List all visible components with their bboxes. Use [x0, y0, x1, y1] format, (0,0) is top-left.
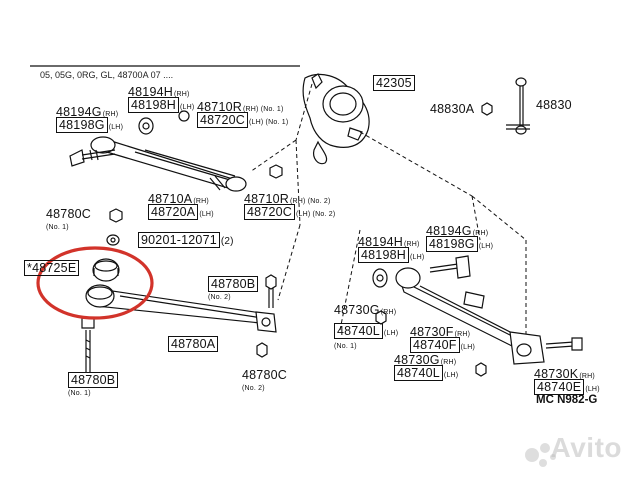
callout-48780b-no1: 48780B(No. 1): [68, 372, 119, 400]
callout-48710r-no2: 48710R(RH) (No. 2): [244, 192, 331, 206]
callout-90201-12071: 90201-12071(2): [138, 232, 234, 248]
callout-48198h-right: 48198H(LH): [358, 247, 424, 264]
callout-48730f: 48730F(RH): [410, 325, 471, 339]
callout-48740l: 48740L(LH): [394, 365, 458, 382]
leader-lines: [249, 83, 527, 336]
nut-48780c-no2: [256, 342, 268, 358]
nut-48780c: [109, 208, 123, 223]
upper-arm-no1: [90, 136, 247, 192]
callout-48710r-no1: 48710R(RH) (No. 1): [197, 100, 284, 114]
callout-48198g-right: 48198G(LH): [426, 236, 493, 253]
knuckle-42305: [302, 73, 370, 165]
highlight-circle: [36, 246, 154, 320]
bolt-48194g: [69, 149, 116, 167]
watermark-logo: [525, 443, 556, 467]
callout-48730k: 48730K(RH): [534, 367, 595, 381]
bolt-48780b-no1: [81, 317, 95, 372]
watermark-text: Avito: [550, 432, 622, 463]
washer-90201: [106, 234, 120, 246]
washer-48194h-right: [372, 268, 388, 288]
callout-48780a: 48780A: [168, 336, 219, 352]
callout-48830a: 48830A: [430, 102, 475, 116]
catalog-code: MC N982-G: [536, 394, 598, 406]
callout-42305: 42305: [373, 75, 415, 91]
stabilizer-link-48830: [481, 77, 530, 135]
callout-48730g-no1: 48730G(RH): [334, 303, 397, 317]
callout-48725e: *48725E: [24, 260, 80, 276]
callout-48720c-no1: 48720C(LH) (No. 1): [197, 112, 288, 129]
callout-48194g: 48194G(RH): [56, 105, 119, 119]
callout-48780c-no1: 48780C(No. 1): [46, 207, 91, 232]
callout-48740f: 48740F(LH): [410, 337, 475, 354]
callout-48194h: 48194H(RH): [128, 85, 190, 99]
callout-48710a: 48710A(RH): [148, 192, 209, 206]
callout-48194h-right: 48194H(RH): [358, 235, 420, 249]
callout-48780b-no2: 48780B(No. 2): [208, 276, 259, 304]
callout-48740e: 48740E(LH): [534, 379, 600, 396]
callout-48720c-no2: 48720C(LH) (No. 2): [244, 204, 335, 221]
callout-48194g-right: 48194G(RH): [426, 224, 489, 238]
callout-48730g: 48730G(RH): [394, 353, 457, 367]
bolt-48194g-right: [429, 255, 471, 279]
nut-48710r: [178, 110, 190, 122]
header-fragment: 05, 05G, 0RG, GL, 48700A 07 ....: [40, 70, 174, 80]
washer-48194h: [138, 117, 154, 135]
callout-48830: 48830: [536, 98, 572, 112]
callout-48740l-no1: 48740L(LH)(No. 1): [334, 323, 399, 350]
callout-48198h: 48198H(LH): [128, 97, 194, 114]
callout-48720a: 48720A(LH): [148, 204, 214, 221]
nut-48730g: [475, 362, 487, 377]
bolt-48730k: [545, 337, 583, 351]
bushing-48725e: [92, 258, 120, 282]
callout-48780c-no2: 48780C(No. 2): [242, 368, 287, 393]
lower-arm-48730f: [395, 267, 545, 365]
lower-arm-48780a: [85, 284, 277, 333]
callout-48198g: 48198G(LH): [56, 117, 123, 134]
nut-48730g-no1: [375, 310, 387, 325]
bolt-48780b-no2: [265, 274, 277, 308]
